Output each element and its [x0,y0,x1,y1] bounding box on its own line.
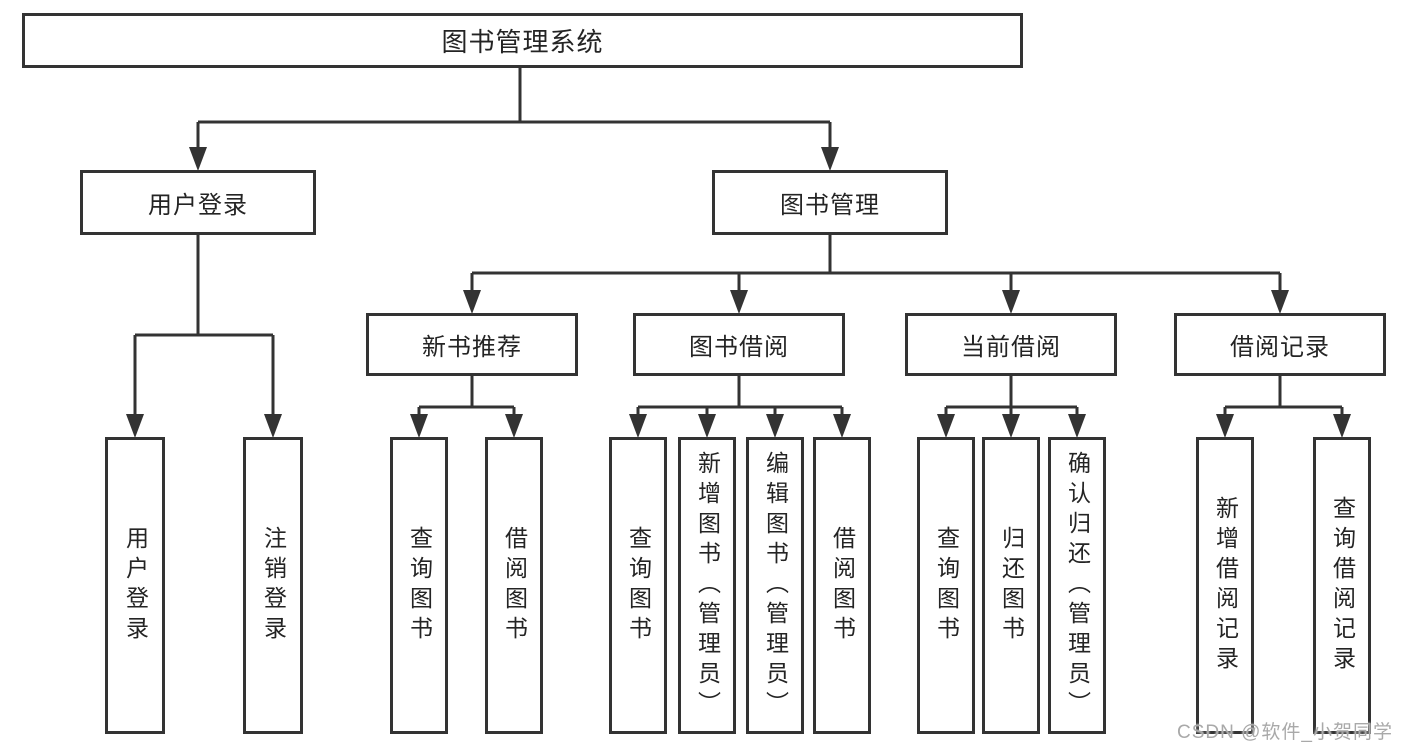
connector-book-borrowing-to-leaves [636,375,844,420]
leaf-confirm-return-admin: 确认归还（管理员） [1048,437,1106,734]
leaf-add-book-admin: 新增图书（管理员） [678,437,736,734]
leaf-query-books-recommend: 查询图书 [390,437,448,734]
connector-current-borrowing-to-leaves [944,375,1079,420]
leaf-label: 归还图书 [998,525,1025,646]
arrow-down-icon [937,414,955,438]
connector-root-to-level2 [196,68,832,150]
leaf-borrow-books: 借阅图书 [813,437,871,734]
leaf-label: 借阅图书 [501,525,528,646]
leaf-label: 编辑图书（管理员） [762,450,789,721]
leaf-user-login: 用户登录 [105,437,165,734]
leaf-label: 查询借阅记录 [1329,495,1356,676]
arrow-down-icon [1002,290,1020,314]
arrow-down-icon [1002,414,1020,438]
leaf-label: 确认归还（管理员） [1064,450,1091,721]
arrow-down-icon [1068,414,1086,438]
arrow-down-icon [833,414,851,438]
arrow-down-icon [1271,290,1289,314]
arrow-down-icon [730,290,748,314]
arrow-down-icon [410,414,428,438]
node-user-login: 用户登录 [80,170,316,235]
connector-user-login-to-leaves [133,234,275,420]
leaf-label: 查询图书 [933,525,960,646]
watermark: CSDN @软件_小贺同学 [1177,722,1393,743]
connector-book-management-to-level3 [470,234,1282,296]
node-library-management-system: 图书管理系统 [22,13,1023,68]
arrow-down-icon [463,290,481,314]
leaf-add-borrow-record: 新增借阅记录 [1196,437,1254,734]
leaf-label: 借阅图书 [829,525,856,646]
node-borrowing-records: 借阅记录 [1174,313,1386,376]
node-current-borrowing: 当前借阅 [905,313,1117,376]
leaf-label: 新增图书（管理员） [694,450,721,721]
arrow-down-icon [698,414,716,438]
leaf-label: 查询图书 [625,525,652,646]
leaf-query-books-current: 查询图书 [917,437,975,734]
node-book-management: 图书管理 [712,170,948,235]
leaf-edit-book-admin: 编辑图书（管理员） [746,437,804,734]
arrow-down-icon [1333,414,1351,438]
node-new-book-recommend: 新书推荐 [366,313,578,376]
leaf-borrow-books-recommend: 借阅图书 [485,437,543,734]
arrow-down-icon [629,414,647,438]
arrow-down-icon [189,147,207,171]
arrow-down-icon [505,414,523,438]
leaf-label: 用户登录 [122,525,149,646]
arrow-down-icon [264,414,282,438]
leaf-query-borrow-record: 查询借阅记录 [1313,437,1371,734]
arrow-down-icon [821,147,839,171]
leaf-label: 查询图书 [406,525,433,646]
leaf-logout-login: 注销登录 [243,437,303,734]
connector-borrowing-records-to-leaves [1223,375,1344,420]
arrow-down-icon [766,414,784,438]
connector-new-book-recommend-to-leaves [417,375,516,420]
arrow-down-icon [126,414,144,438]
arrow-down-icon [1216,414,1234,438]
leaf-label: 注销登录 [260,525,287,646]
node-book-borrowing: 图书借阅 [633,313,845,376]
leaf-query-books-borrowing: 查询图书 [609,437,667,734]
leaf-return-books: 归还图书 [982,437,1040,734]
leaf-label: 新增借阅记录 [1212,495,1239,676]
